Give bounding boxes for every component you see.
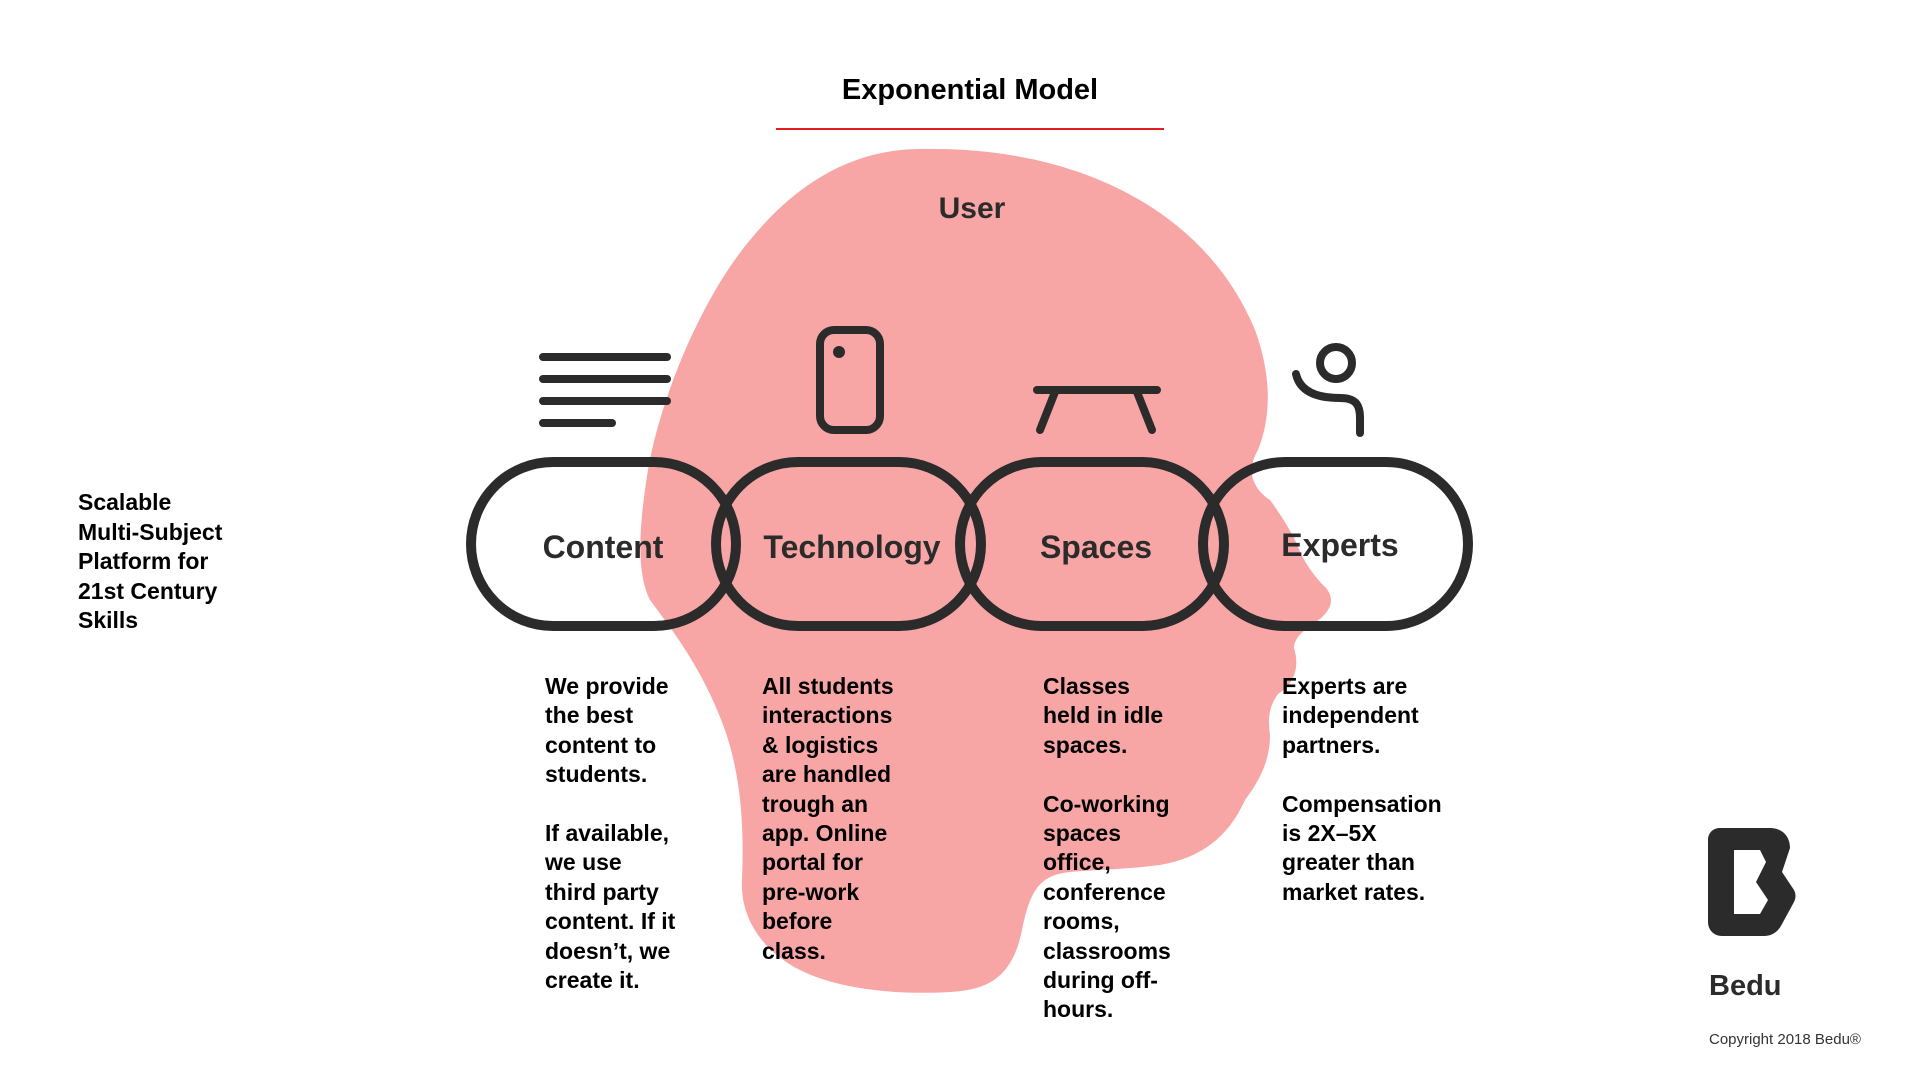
head-silhouette <box>640 148 1331 993</box>
table-icon <box>1033 386 1161 434</box>
bedu-b-logo-icon <box>1708 828 1796 936</box>
pillar-label-spaces: Spaces <box>1040 529 1152 565</box>
technology-ring <box>711 457 986 631</box>
center-label-user: User <box>939 192 1006 225</box>
experts-description: Experts are independent partners. Compen… <box>1282 673 1442 905</box>
content-description: We provide the best content to students.… <box>545 673 676 994</box>
brand-name: Bedu <box>1709 970 1782 1002</box>
experts-ring <box>1198 457 1473 631</box>
content-ring <box>466 457 741 631</box>
pillar-label-technology: Technology <box>763 529 940 565</box>
copyright-notice: Copyright 2018 Bedu® <box>1709 1031 1861 1048</box>
spaces-description: Classes held in idle spaces. Co-working … <box>1043 673 1171 1023</box>
tagline: Scalable Multi-Subject Platform for 21st… <box>78 489 223 633</box>
title-underline <box>776 128 1164 130</box>
person-raising-hand-icon <box>1292 343 1364 437</box>
pillar-label-experts: Experts <box>1281 527 1398 563</box>
spaces-ring <box>955 457 1229 631</box>
diagram-title: Exponential Model <box>841 74 1099 106</box>
pillar-label-content: Content <box>543 529 664 565</box>
technology-description: All students interactions & logistics ar… <box>762 673 894 964</box>
text-lines-icon <box>539 353 671 427</box>
smartphone-icon <box>816 326 884 434</box>
